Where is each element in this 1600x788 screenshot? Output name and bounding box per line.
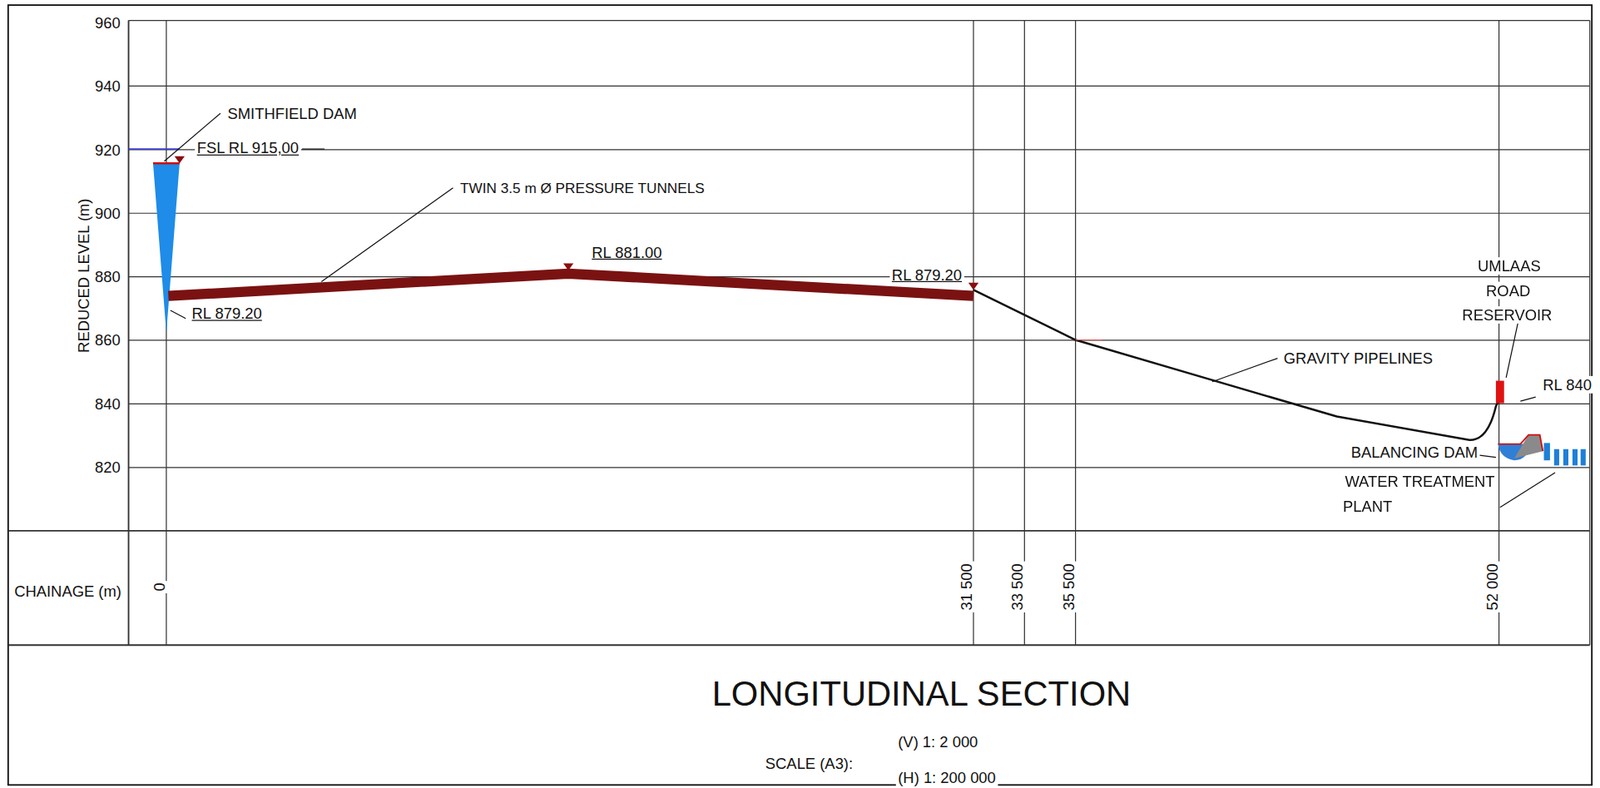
callout-label: TWIN 3.5 m Ø PRESSURE TUNNELS [458, 179, 707, 197]
callout-label: BALANCING DAM [1348, 443, 1480, 461]
chainage-value: 0 [150, 580, 169, 594]
level-label: FSL RL 915,00 [194, 138, 301, 157]
scale-note: (H) 1: 200 000 [896, 768, 999, 787]
level-label: RL 879.20 [189, 304, 264, 322]
scale-note: SCALE (A3): [762, 754, 855, 773]
drawing-title: LONGITUDINAL SECTION [709, 673, 1133, 714]
axis-tick: 960 [93, 13, 124, 31]
level-label: RL 881.00 [589, 242, 664, 261]
callout-label: SMITHFIELD DAM [225, 104, 359, 123]
axis-tick: 940 [93, 77, 124, 95]
chainage-value: 31 500 [957, 561, 976, 613]
table-cell: CHAINAGE (m) [12, 582, 124, 600]
level-label: RL 879.20 [889, 265, 964, 283]
label-text: UMLAAS ROAD RESERVOIR [1461, 257, 1554, 324]
callout-label: WATER TREATMENT PLANT [1340, 469, 1498, 519]
callout-label: GRAVITY PIPELINES [1281, 349, 1435, 367]
chainage-value: 52 000 [1482, 561, 1501, 613]
axis-tick: 860 [93, 331, 124, 349]
chainage-value: 33 500 [1008, 561, 1026, 613]
axis-title: REDUCED LEVEL (m) [74, 196, 93, 355]
axis-tick: 900 [93, 204, 124, 223]
axis-tick: 920 [93, 140, 124, 159]
axis-tick: 880 [93, 267, 124, 286]
scale-note: (V) 1: 2 000 [896, 733, 981, 751]
axis-tick: 840 [93, 395, 124, 413]
callout-label: UMLAAS ROAD RESERVOIR [1450, 253, 1567, 327]
label-text: WATER TREATMENT PLANT [1342, 472, 1496, 515]
level-label: RL 840 [1540, 376, 1595, 394]
chainage-value: 35 500 [1059, 561, 1077, 613]
axis-tick: 820 [93, 458, 124, 476]
